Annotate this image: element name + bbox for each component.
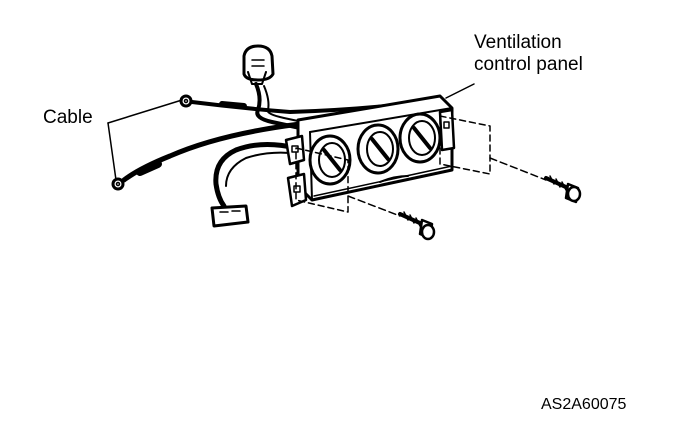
screw-axis-right xyxy=(489,157,547,181)
ventilation-panel-label-line1: Ventilation xyxy=(474,32,562,53)
ventilation-panel-label: Ventilation control panel xyxy=(474,32,583,76)
left-mounting-bracket xyxy=(284,134,308,208)
screw-axis-left xyxy=(347,195,401,217)
control-knob-right xyxy=(398,112,442,164)
lower-connector-plug xyxy=(210,204,250,228)
alignment-guide-right xyxy=(439,115,491,175)
lower-control-cable xyxy=(121,121,303,183)
alignment-guide-left xyxy=(295,147,349,213)
cable-terminal-upper xyxy=(179,94,193,108)
control-knob-center xyxy=(356,123,400,175)
cable-leader-lines xyxy=(107,99,183,181)
control-knob-left xyxy=(308,134,352,186)
ventilation-panel-label-line2: control panel xyxy=(474,54,583,75)
mounting-screw-left xyxy=(398,211,436,241)
panel-leader-line xyxy=(445,83,475,99)
cable-label: Cable xyxy=(43,107,93,128)
figure-code: AS2A60075 xyxy=(541,396,627,413)
upper-connector-plug xyxy=(242,44,275,85)
right-mounting-tab xyxy=(438,108,456,152)
mounting-screw-right xyxy=(544,175,582,204)
cable-terminal-lower xyxy=(111,177,125,191)
lower-wire-harness xyxy=(213,142,301,209)
